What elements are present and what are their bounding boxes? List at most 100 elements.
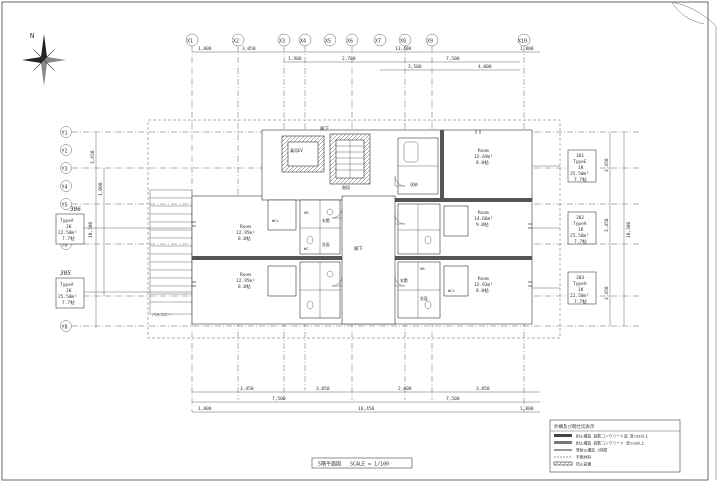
- party-wall: [395, 198, 532, 202]
- legend-item-label: 耐火構造 鉄筋コンクリート 厚120以上: [576, 441, 645, 446]
- room-tag: 収納: [410, 182, 418, 187]
- dimension-label: 7,500: [446, 396, 460, 402]
- room-tag: UB: [304, 210, 309, 215]
- drawing-scale: SCALE = 1/100: [350, 462, 389, 468]
- dimension-label: 3,450: [604, 158, 610, 172]
- unit-layout: 1K: [66, 224, 72, 230]
- grid-label: Y3: [62, 167, 68, 173]
- grid-label: X5: [325, 39, 331, 45]
- door-icon: [331, 275, 343, 287]
- drawing-title: 5階平面図: [318, 461, 341, 468]
- room-label: Room: [240, 272, 251, 278]
- page-curl: [671, 1, 717, 480]
- grid-label: X6: [347, 39, 353, 45]
- sheet-border: [1, 1, 709, 481]
- sink-icon: [326, 208, 334, 216]
- room-area: 12.69m²: [474, 154, 493, 160]
- dimension-label: 3,450: [604, 218, 610, 232]
- grid-marker: X6: [345, 33, 359, 47]
- grid-label: X8: [400, 39, 406, 45]
- grid-marker: X1: [185, 33, 199, 47]
- unit-number: 303: [576, 275, 584, 281]
- unit-tatami: 7.7帖: [574, 238, 587, 245]
- closet: [267, 199, 297, 231]
- grid-label: Y8: [62, 325, 68, 331]
- unit-type: TypeA: [573, 221, 587, 227]
- dimension-label: 13,400: [395, 46, 412, 52]
- toilet-icon: [306, 300, 314, 310]
- grid-marker: Y4: [60, 180, 72, 192]
- room-tag: 玄関: [400, 278, 408, 283]
- dimension-label: 1,800: [520, 46, 534, 52]
- grid-label: X7: [375, 39, 381, 45]
- legend-item-label: 防火設備: [576, 462, 591, 467]
- balcony-label: バルコニー: [152, 312, 172, 317]
- grid-label: Y5: [62, 203, 68, 209]
- room-tag: WC: [304, 246, 309, 251]
- unit-tag: 305 TypeA 1K 25.50m² 7.7帖: [55, 270, 85, 309]
- grid-label: X9: [427, 39, 433, 45]
- grid-label: X3: [279, 39, 285, 45]
- dimension-label: 3,050: [316, 386, 330, 392]
- toilet-icon: [424, 300, 432, 310]
- room-tag: 玄関: [322, 218, 330, 223]
- party-wall: [192, 256, 342, 260]
- window-mark: [192, 130, 532, 287]
- dimension-label: 3,850: [476, 386, 490, 392]
- room-area: 12.95m²: [236, 278, 255, 284]
- room-tag: UB: [420, 266, 425, 271]
- page-curl-fold: [671, 1, 705, 25]
- dimension-label: 16,450: [358, 406, 375, 412]
- unit-type: TypeA: [60, 282, 74, 288]
- legend-item: 準耐火構造 1時間: [554, 448, 607, 453]
- party-wall: [440, 130, 444, 200]
- corridor-label: 廊下: [354, 245, 363, 252]
- grid-marker: Y8: [60, 320, 72, 332]
- door-icon: [394, 175, 406, 187]
- legend-item-label: 耐火構造 鉄筋コンクリート造 厚150以上: [576, 434, 648, 439]
- legend-item: 耐火構造 鉄筋コンクリート造 厚150以上: [554, 434, 648, 439]
- legend-item: 防火設備: [553, 462, 591, 467]
- room-tatami: 9.0帖: [476, 221, 489, 228]
- dimension-label: 2,700: [342, 56, 356, 62]
- room-tag: 洗面: [420, 296, 428, 301]
- closet: [443, 265, 469, 297]
- top-dimensions: 1,800 3,050 13,400 1,800 1,900 2,700 7,5…: [192, 46, 540, 71]
- dimension-label: 1,800: [520, 406, 534, 412]
- grid-marker: Y3: [60, 162, 72, 174]
- unit-area: 25.50m²: [58, 294, 77, 300]
- door-icon: [394, 275, 406, 287]
- grid-label: Y2: [62, 149, 68, 155]
- stair-label: 階段: [342, 184, 350, 190]
- title-block: 5階平面図 SCALE = 1/100: [311, 457, 413, 469]
- building-plan: バルコニー 乗用EV 階段 廊下 廊下: [147, 119, 561, 339]
- unit-type: TypeA: [573, 281, 587, 287]
- corridor-label: 廊下: [320, 125, 329, 132]
- room-tatami: 8.0帖: [238, 283, 251, 290]
- site-boundary: [147, 119, 561, 339]
- door-icon: [331, 207, 343, 219]
- grid-marker: X5: [323, 33, 337, 47]
- dimension-label: 1,800: [198, 46, 212, 52]
- room-label: Room: [478, 276, 489, 282]
- unit-type: TypeE: [573, 159, 587, 165]
- unit-number: 306: [69, 206, 81, 213]
- top-grid-markers: X1 X2 X3 X4 X5 X6 X7 X8 X9 X10: [185, 33, 531, 47]
- room-tag: 洗面: [322, 242, 330, 247]
- unit-number: 301: [576, 153, 584, 159]
- room-label: Room: [478, 210, 489, 216]
- unit-tatami: 7.7帖: [574, 298, 587, 305]
- room-area: 14.66m²: [474, 216, 493, 222]
- room-tatami: 8.0帖: [476, 159, 489, 166]
- unit-number: 302: [576, 215, 584, 221]
- legend-item-label: 不燃材料: [576, 455, 591, 460]
- grid-marker: X7: [373, 33, 387, 47]
- party-wall: [395, 256, 532, 260]
- dimension-label: 3,500: [408, 64, 422, 70]
- compass-icon: N: [22, 32, 66, 86]
- dimension-label: 1,900: [288, 56, 302, 62]
- grid-marker: Y1: [60, 126, 72, 138]
- dimension-label: 4,000: [478, 64, 492, 70]
- unit-area: 22.50m²: [58, 230, 77, 236]
